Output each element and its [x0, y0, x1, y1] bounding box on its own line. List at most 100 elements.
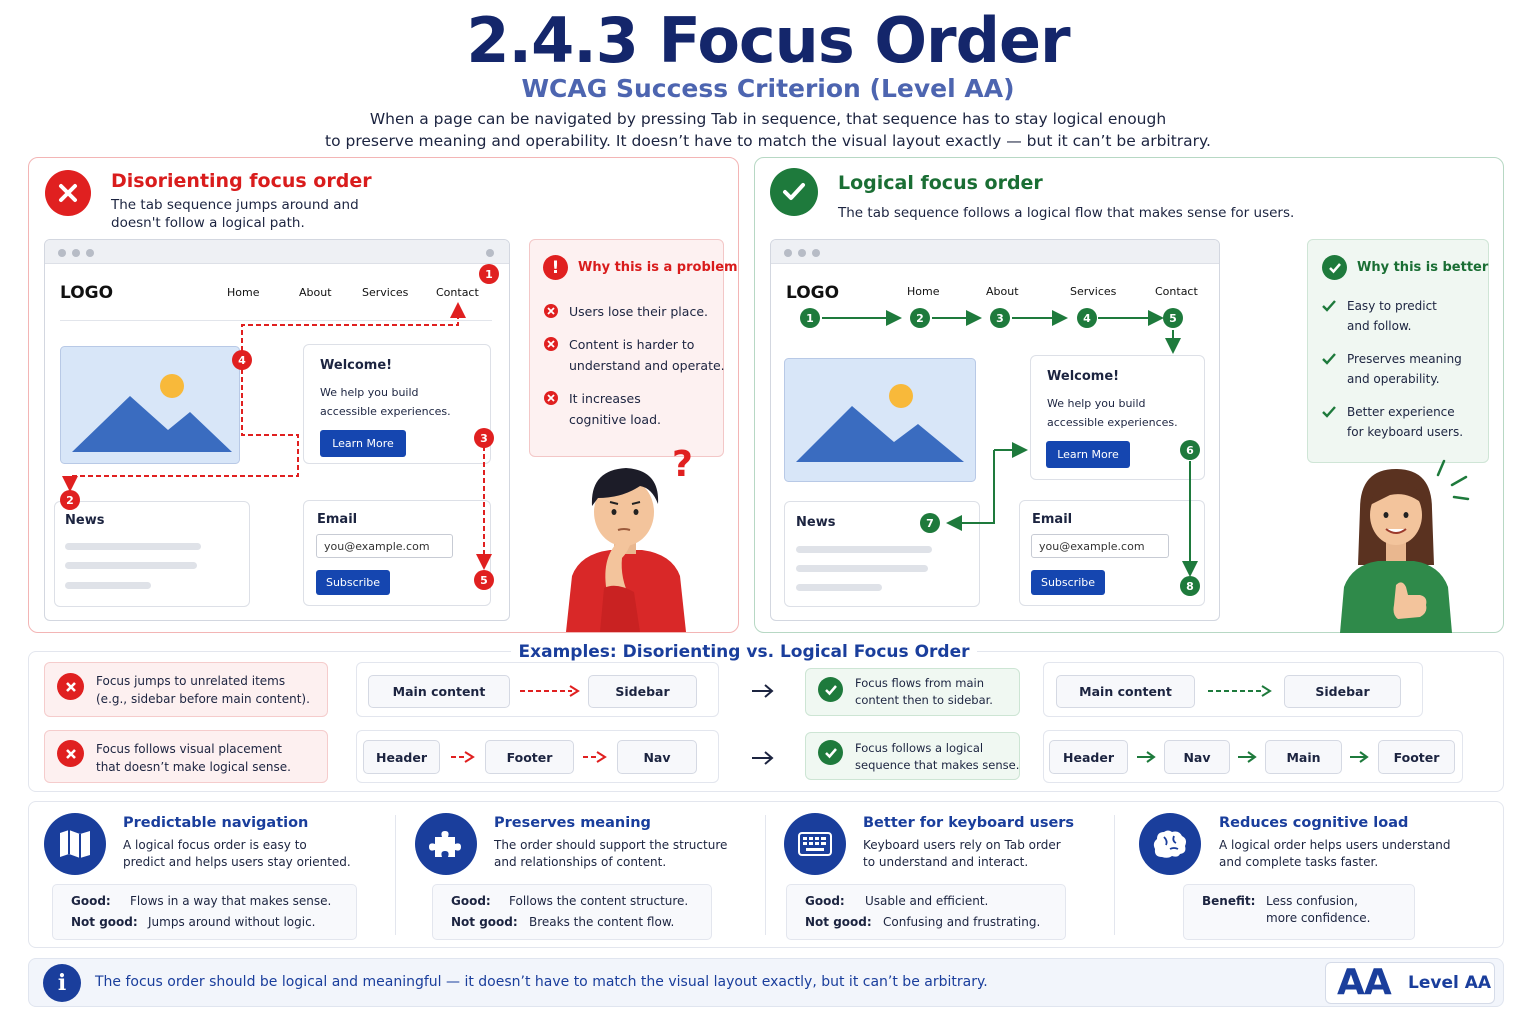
window-dot: [812, 249, 820, 257]
benefit-value: more confidence.: [1266, 911, 1371, 925]
benefit-line: The order should support the structure: [494, 838, 728, 852]
window-dot: [86, 249, 94, 257]
benefit-title: Predictable navigation: [123, 815, 309, 831]
benefits-section: [28, 801, 1504, 948]
bad-panel: [28, 157, 739, 633]
examples-heading-text: Examples: Disorienting vs. Logical Focus…: [510, 642, 978, 662]
check-circle-icon: [1322, 255, 1347, 280]
examples-heading: Examples: Disorienting vs. Logical Focus…: [0, 642, 1488, 662]
good-key: Good:: [805, 894, 845, 908]
focus-step-1: 1: [479, 264, 499, 284]
subscribe-button[interactable]: Subscribe: [1031, 570, 1105, 595]
check-bullet-icon: [1322, 406, 1336, 418]
benefit-title: Reduces cognitive load: [1219, 815, 1409, 831]
check-circle-icon: [818, 740, 843, 765]
level-badge-big: AA: [1337, 962, 1392, 1003]
welcome-line: accessible experiences.: [320, 405, 451, 418]
email-input[interactable]: you@example.com: [316, 534, 453, 558]
intro-line-2: to preserve meaning and operability. It …: [325, 132, 1211, 150]
welcome-title: Welcome!: [1047, 369, 1120, 384]
placeholder-line: [65, 562, 197, 569]
welcome-title: Welcome!: [320, 358, 393, 373]
benefit-value: Less confusion,: [1266, 894, 1358, 908]
example-bad-2: [44, 730, 328, 783]
divider: [60, 320, 492, 321]
seq-nav: Nav: [617, 740, 697, 774]
divider: [395, 815, 396, 935]
puzzle-icon: [415, 813, 477, 875]
benefit-line: predict and helps users stay oriented.: [123, 855, 351, 869]
mock-nav-contact[interactable]: Contact: [1155, 285, 1198, 298]
seq-main-content: Main content: [368, 675, 510, 708]
why-problem-text: understand and operate.: [569, 358, 725, 373]
benefit-title: Better for keyboard users: [863, 815, 1075, 831]
good-notgood-box: Good:Usable and efficient. Not good:Conf…: [786, 884, 1066, 940]
mock-logo: LOGO: [60, 283, 114, 303]
mock-nav-home[interactable]: Home: [907, 285, 940, 298]
example-text-line: that doesn’t make logical sense.: [96, 760, 291, 774]
notgood-key: Not good:: [451, 915, 518, 929]
x-bullet-icon: [544, 304, 558, 318]
learn-more-button[interactable]: Learn More: [320, 430, 406, 457]
subscribe-button[interactable]: Subscribe: [316, 570, 390, 595]
why-problem-heading: Why this is a problem: [578, 260, 738, 275]
bad-desc-2: doesn't follow a logical path.: [111, 215, 305, 231]
seq-main-content: Main content: [1056, 675, 1195, 708]
mock-nav-contact[interactable]: Contact: [436, 286, 479, 299]
question-mark: ?: [672, 444, 693, 485]
browser-titlebar: [45, 240, 509, 264]
bad-desc-1: The tab sequence jumps around and: [111, 197, 359, 213]
benefit-text: A logical focus order is easy to predict…: [123, 837, 351, 871]
why-problem-item: Users lose their place.: [569, 301, 708, 322]
placeholder-line: [65, 582, 151, 589]
focus-step-4: 4: [232, 350, 252, 370]
right-arrow-icon: [752, 684, 774, 698]
why-better-text: Better experience: [1347, 405, 1455, 419]
example-bad-text: Focus jumps to unrelated items (e.g., si…: [96, 672, 310, 708]
intro-text: When a page can be navigated by pressing…: [0, 108, 1536, 152]
why-problem-item: Content is harder to understand and oper…: [569, 334, 725, 376]
seq-sidebar: Sidebar: [588, 675, 697, 708]
placeholder-line: [796, 584, 882, 591]
mock-nav-services[interactable]: Services: [1070, 285, 1117, 298]
example-bad-text: Focus follows visual placement that does…: [96, 740, 291, 776]
page-subtitle: WCAG Success Criterion (Level AA): [521, 74, 1015, 103]
why-better-text: and follow.: [1347, 319, 1412, 333]
level-badge: [1325, 962, 1495, 1004]
why-better-text: and operability.: [1347, 372, 1440, 386]
benefit-line: and complete tasks faster.: [1219, 855, 1379, 869]
seq-main: Main: [1265, 740, 1342, 774]
seq-footer: Footer: [485, 740, 574, 774]
dashed-arrow-icon: [520, 685, 580, 697]
keyboard-icon: [784, 813, 846, 875]
why-better-item: Easy to predict and follow.: [1347, 296, 1437, 336]
dashed-arrow-icon: [451, 751, 475, 763]
check-bullet-icon: [1322, 300, 1336, 312]
learn-more-button[interactable]: Learn More: [1046, 441, 1130, 468]
divider: [765, 815, 766, 935]
dashed-arrow-icon: [1208, 685, 1272, 697]
benefit-text: The order should support the structure a…: [494, 837, 727, 871]
window-dot: [784, 249, 792, 257]
email-input[interactable]: you@example.com: [1031, 534, 1169, 558]
hero-image: [60, 346, 240, 464]
mock-nav-about[interactable]: About: [299, 286, 332, 299]
example-text-line: content then to sidebar.: [855, 693, 993, 707]
benefit-text: A logical order helps users understand a…: [1219, 837, 1451, 871]
why-problem-text: Users lose their place.: [569, 304, 708, 319]
good-value: Follows the content structure.: [509, 894, 689, 908]
mock-nav-home[interactable]: Home: [227, 286, 260, 299]
benefit-line: Keyboard users rely on Tab order: [863, 838, 1061, 852]
happy-person-illustration: [1340, 459, 1470, 633]
focus-step-2: 2: [910, 308, 930, 328]
footer-text: The focus order should be logical and me…: [95, 974, 988, 990]
window-dot: [58, 249, 66, 257]
welcome-text: We help you build accessible experiences…: [320, 383, 451, 421]
right-arrow-icon: [752, 751, 774, 765]
focus-step-6: 6: [1180, 440, 1200, 460]
news-card: [54, 501, 250, 607]
seq-sidebar: Sidebar: [1284, 675, 1401, 708]
mock-nav-about[interactable]: About: [986, 285, 1019, 298]
example-bad-1: [44, 662, 328, 717]
mock-nav-services[interactable]: Services: [362, 286, 409, 299]
